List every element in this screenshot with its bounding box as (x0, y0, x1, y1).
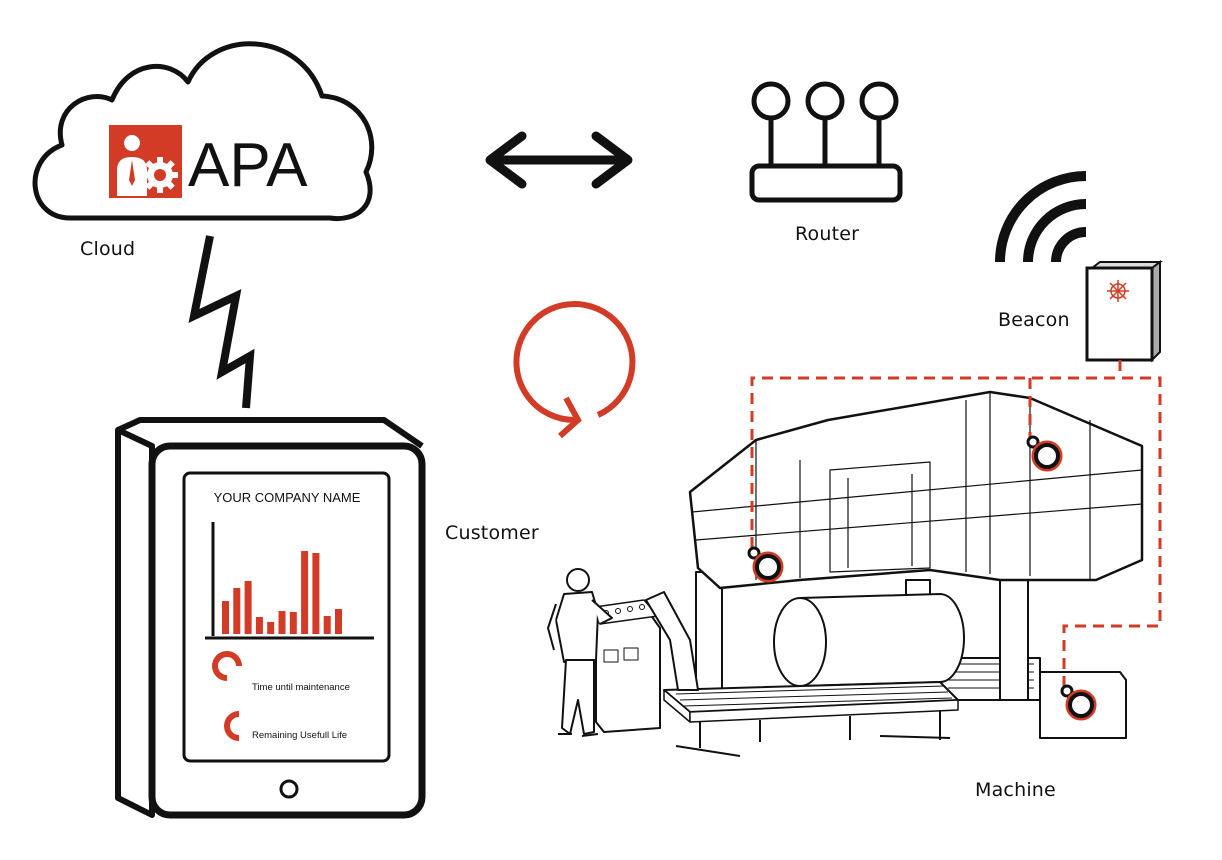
wifi-icon (995, 171, 1087, 263)
mini-bar (244, 581, 252, 634)
mini-bar (233, 588, 241, 634)
sensor-network (750, 360, 1162, 686)
beacon-icon (1085, 260, 1163, 363)
label-machine: Machine (975, 779, 1056, 801)
apa-logo: APA (109, 125, 308, 200)
mini-bar (289, 612, 297, 634)
router-icon (749, 81, 903, 203)
mini-bar (301, 551, 309, 634)
label-cloud: Cloud (80, 238, 136, 260)
logo-text: APA (188, 131, 308, 200)
home-button (279, 779, 299, 799)
gauge-label: Remaining Usefull Life (252, 730, 347, 741)
label-customer: Customer (445, 522, 539, 544)
mini-bar-chart (222, 551, 342, 634)
gauge-arc (224, 711, 240, 741)
label-beacon: Beacon (998, 309, 1070, 331)
sensor-icon (1026, 435, 1063, 472)
gauge-label: Time until maintenance (252, 682, 350, 693)
mini-bar (267, 622, 275, 634)
company-name: YOUR COMPANY NAME (214, 490, 361, 505)
lightning-icon (188, 235, 255, 409)
mini-bar (255, 617, 263, 634)
sensor-icon (1060, 684, 1097, 721)
double-arrow-icon (485, 131, 633, 189)
mini-bar (278, 611, 286, 634)
sensor-icon (747, 546, 784, 583)
mini-bar (323, 616, 331, 634)
label-router: Router (795, 223, 860, 245)
mini-bar (222, 601, 229, 634)
sensors (747, 435, 1097, 721)
gauge-arc (212, 651, 242, 681)
operator-figure (547, 568, 613, 737)
tablet-icon: YOUR COMPANY NAME Time until maintenance… (115, 417, 426, 819)
cycle-icon (513, 301, 636, 439)
mini-bar (312, 553, 320, 634)
mini-bar (335, 609, 342, 634)
